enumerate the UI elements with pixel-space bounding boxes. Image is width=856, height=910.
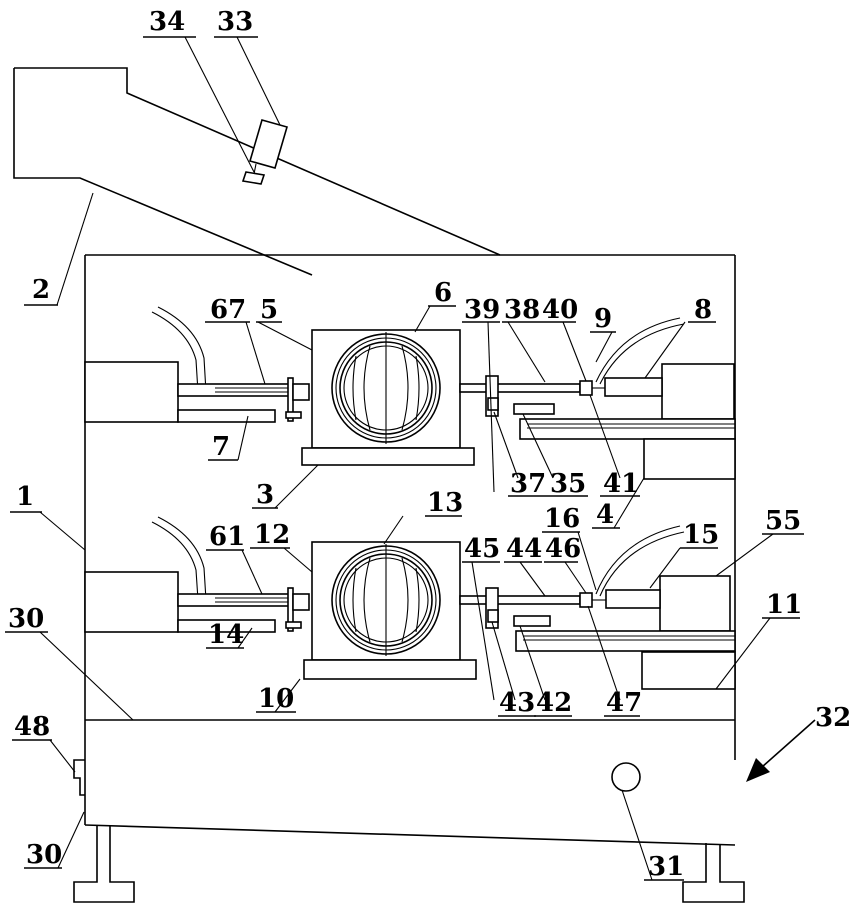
label-1: 1 — [16, 482, 34, 512]
label-32: 32 — [815, 703, 851, 733]
label-5: 5 — [260, 295, 278, 325]
label-31: 31 — [648, 852, 684, 882]
label-41: 41 — [603, 469, 639, 499]
label-30-lower: 30 — [26, 840, 62, 870]
label-7: 7 — [212, 432, 230, 462]
label-47: 47 — [606, 688, 642, 718]
label-35: 35 — [550, 469, 586, 499]
label-46: 46 — [545, 534, 581, 564]
label-8: 8 — [694, 295, 712, 325]
label-61: 61 — [209, 522, 245, 552]
label-40: 40 — [542, 295, 578, 325]
label-42: 42 — [536, 688, 572, 718]
label-2: 2 — [32, 275, 50, 305]
label-37: 37 — [510, 469, 546, 499]
label-6: 6 — [434, 278, 452, 308]
arrow-32 — [746, 720, 815, 782]
label-48: 48 — [14, 712, 50, 742]
label-4: 4 — [596, 500, 614, 530]
label-15: 15 — [683, 520, 719, 550]
label-44: 44 — [506, 534, 542, 564]
label-9: 9 — [594, 304, 612, 334]
sensor — [243, 120, 287, 184]
label-43: 43 — [499, 688, 535, 718]
label-55: 55 — [765, 506, 801, 536]
label-39: 39 — [464, 295, 500, 325]
label-14: 14 — [208, 620, 244, 650]
label-10: 10 — [258, 684, 294, 714]
lower-assembly — [85, 517, 735, 689]
upper-assembly — [85, 307, 735, 479]
label-13: 13 — [427, 488, 463, 518]
label-11: 11 — [766, 590, 802, 620]
base — [74, 720, 744, 902]
hopper — [14, 68, 735, 275]
label-16: 16 — [544, 504, 580, 534]
label-38: 38 — [504, 295, 540, 325]
label-34: 34 — [149, 7, 185, 37]
label-67: 67 — [210, 295, 246, 325]
label-12: 12 — [254, 520, 290, 550]
label-30-upper: 30 — [8, 604, 44, 634]
label-33: 33 — [217, 7, 253, 37]
label-3: 3 — [256, 480, 274, 510]
label-45: 45 — [464, 534, 500, 564]
